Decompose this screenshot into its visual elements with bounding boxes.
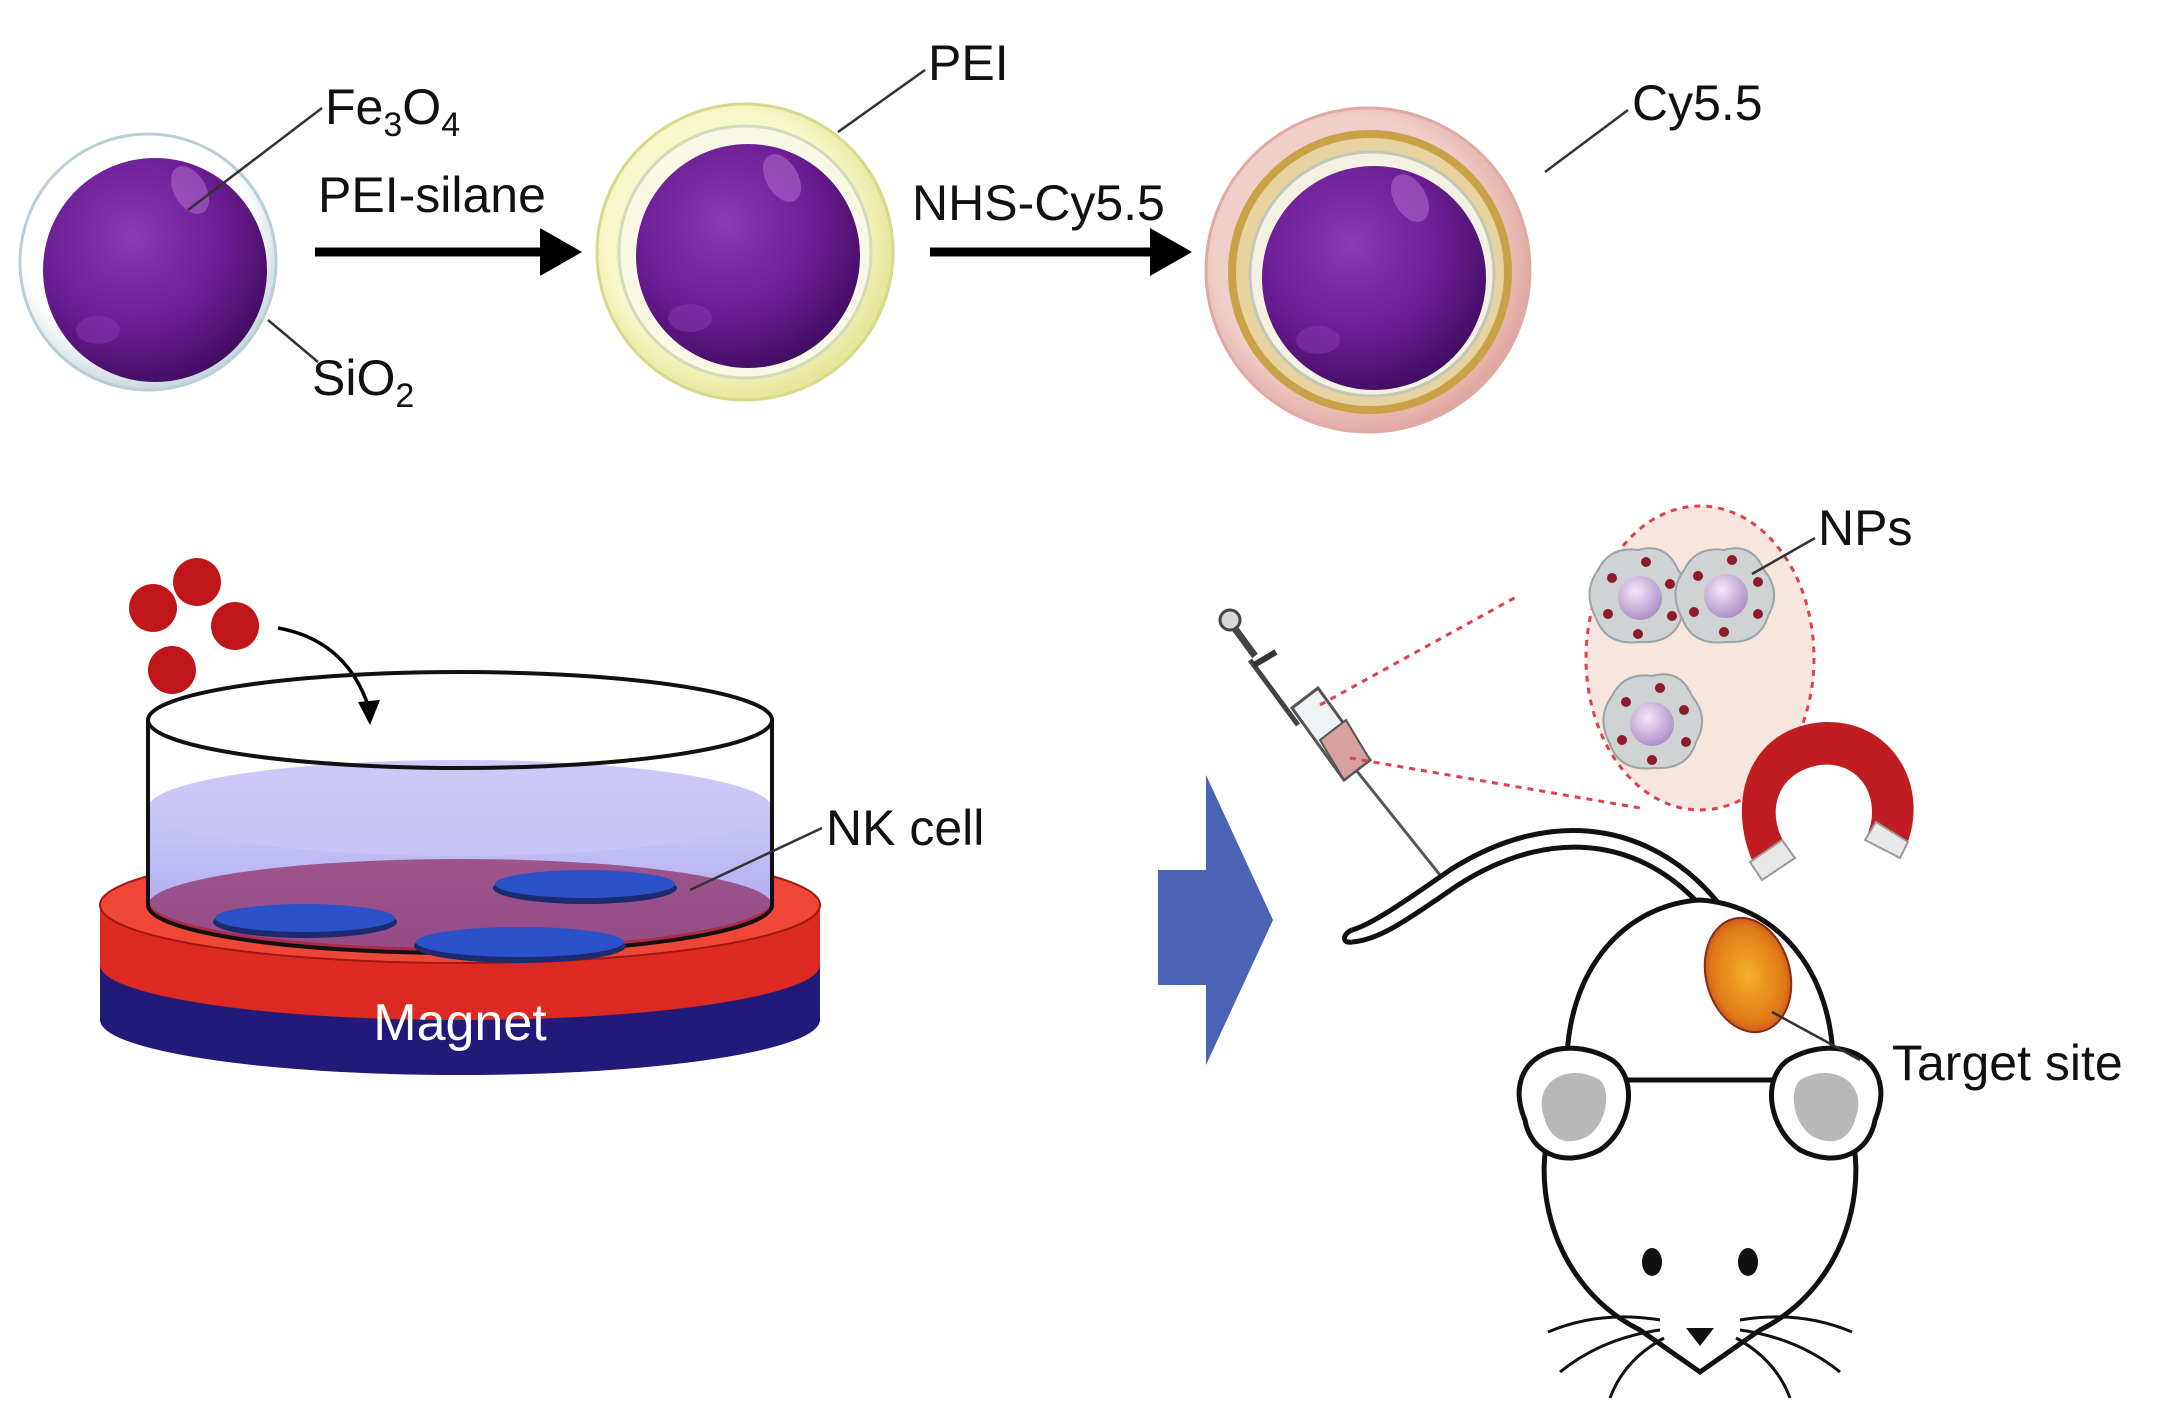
label-pei-silane: PEI-silane [318, 167, 546, 223]
curved-arrow-into-dish [277, 626, 380, 725]
horseshoe-magnet-icon [1741, 721, 1914, 882]
particle-pei-coated [595, 102, 895, 402]
np-2 [1674, 547, 1775, 644]
label-cy55: Cy5.5 [1632, 75, 1763, 131]
label-pei: PEI [928, 35, 1009, 91]
syringe-icon [1218, 608, 1442, 876]
leader-pei [837, 68, 926, 134]
zoom-circle [1584, 504, 1816, 812]
label-target-site: Target site [1892, 1035, 2123, 1091]
big-blue-arrow [1158, 775, 1273, 1065]
label-sio2: SiO2 [312, 350, 414, 415]
np-1 [1588, 547, 1689, 644]
leader-sio2 [267, 319, 319, 363]
particle-cy55-labeled [1204, 106, 1532, 434]
mouse-face [1642, 1248, 1758, 1346]
arrow-nhs-cy55 [930, 228, 1192, 276]
mouse-ear-inner [1541, 1073, 1859, 1142]
label-magnet: Magnet [373, 994, 547, 1052]
leader-cy55 [1544, 108, 1629, 174]
label-fe3o4: Fe3O4 [325, 79, 460, 144]
leader-target-site [1771, 1010, 1861, 1062]
label-nps: NPs [1818, 500, 1912, 556]
leader-nps [1751, 536, 1816, 576]
particle-fe3o4-sio2 [18, 132, 278, 392]
mouse-whiskers [1547, 1315, 1853, 1399]
label-nk-cell: NK cell [826, 800, 984, 856]
nk-cells [213, 870, 677, 963]
leader-nk-cell [689, 826, 823, 892]
leader-fe3o4 [187, 107, 323, 211]
label-nhs-cy55: NHS-Cy5.5 [912, 175, 1165, 231]
zoom-lines [1319, 594, 1641, 810]
target-site [1703, 916, 1793, 1034]
np-3 [1602, 673, 1703, 770]
arrow-pei-silane [315, 228, 582, 276]
nanoparticle-dots [129, 558, 259, 694]
